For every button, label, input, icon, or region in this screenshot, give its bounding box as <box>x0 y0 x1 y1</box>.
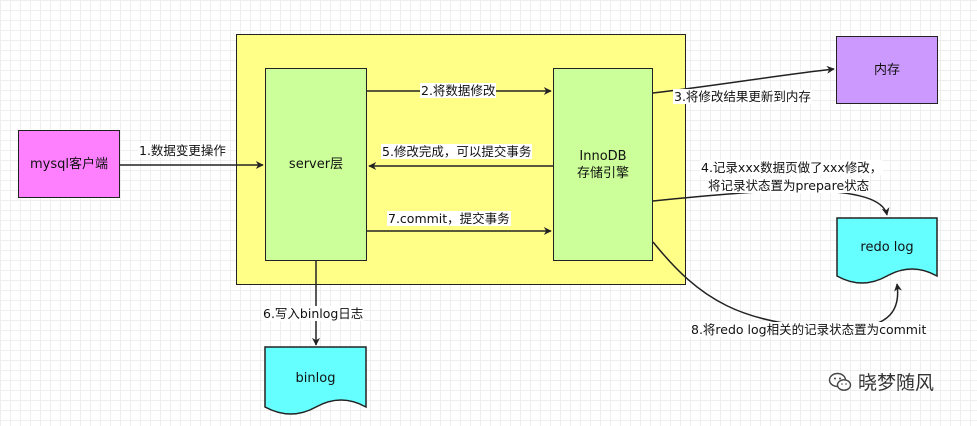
redo-log-document <box>836 217 938 284</box>
server-layer-node[interactable]: server层 <box>265 68 367 261</box>
edge-2-label: 2.将数据修改 <box>420 83 497 98</box>
watermark: 晓梦随风 <box>828 368 934 395</box>
binlog-label: binlog <box>295 371 336 386</box>
server-layer-label: server层 <box>288 157 344 172</box>
edge-4-label-line2: 将记录状态置为prepare状态 <box>707 178 871 193</box>
redo-log-label: redo log <box>860 240 914 255</box>
edge-4-label-line1: 4.记录xxx数据页做了xxx修改， <box>700 160 884 175</box>
memory-label: 内存 <box>873 62 900 78</box>
edge-4-line <box>652 189 890 216</box>
watermark-text: 晓梦随风 <box>858 372 935 394</box>
edge-6-label: 6.写入binlog日志 <box>262 306 365 321</box>
edge-1-label: 1.数据变更操作 <box>138 143 227 158</box>
edge-8-label: 8.将redo log相关的记录状态置为commit <box>690 322 928 337</box>
mysql-client-node[interactable]: mysql客户端 <box>18 130 120 198</box>
innodb-engine-node[interactable]: InnoDB 存储引擎 <box>553 68 653 261</box>
innodb-label-line2: 存储引擎 <box>576 165 629 181</box>
memory-node[interactable]: 内存 <box>836 36 938 104</box>
edge-5-label: 5.修改完成，可以提交事务 <box>381 144 533 159</box>
wechat-icon <box>828 372 852 391</box>
binlog-document <box>264 346 367 415</box>
innodb-label-line1: InnoDB <box>579 148 627 164</box>
edge-3-label: 3.将修改结果更新到内存 <box>673 89 812 104</box>
edge-7-label: 7.commit，提交事务 <box>387 211 511 226</box>
mysql-client-label: mysql客户端 <box>30 156 108 172</box>
